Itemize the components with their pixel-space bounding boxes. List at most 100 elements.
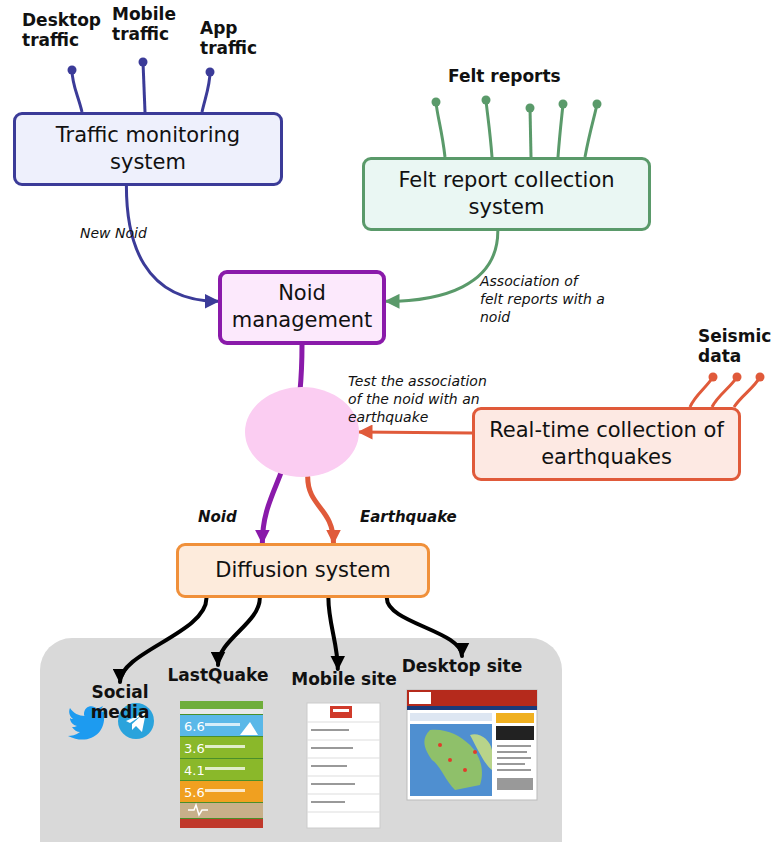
decor-rect	[180, 781, 263, 802]
decor-rect	[497, 763, 525, 765]
magnitude-number: 6.6	[184, 720, 205, 733]
text: Noid management	[232, 280, 373, 335]
decor-path	[486, 100, 492, 157]
decor-circle	[593, 100, 602, 109]
decor-circle	[709, 373, 718, 382]
text: Felt report collection system	[379, 167, 634, 222]
decor-circle	[432, 98, 441, 107]
lastquake-screenshot	[180, 701, 263, 828]
decor-path	[188, 805, 208, 815]
decor-line	[307, 794, 380, 795]
decor-rect	[180, 709, 263, 714]
felt-input-dots	[432, 96, 602, 113]
decor-line	[307, 758, 380, 759]
decor-rect	[407, 690, 537, 706]
decor-rect	[311, 729, 349, 731]
decor-circle	[463, 768, 467, 772]
seismic-input-dots	[709, 373, 765, 382]
decor-circle	[448, 758, 452, 762]
process-box: Traffic monitoring system	[13, 112, 283, 186]
connector	[359, 431, 472, 435]
decor-rect	[497, 751, 527, 753]
decor-g	[205, 723, 245, 792]
magnitude-number: 5.6	[184, 786, 205, 799]
decor-rect	[205, 723, 240, 726]
decor-path	[734, 377, 760, 407]
text: Real-time collection of earthquakes	[489, 417, 724, 472]
process-box: Noid management	[218, 270, 386, 345]
magnitude-number: 4.1	[184, 764, 205, 777]
decor-rect	[407, 690, 537, 800]
decor-circle	[68, 66, 77, 75]
input-label: Seismic data	[698, 326, 776, 367]
connector	[386, 231, 498, 301]
mobile-site-screenshot	[307, 703, 380, 828]
process-box: Diffusion system	[176, 543, 430, 598]
decor-circle	[206, 68, 215, 77]
edge-label: Earthquake	[360, 508, 457, 528]
decor-rect	[311, 801, 345, 803]
decor-line	[307, 740, 380, 741]
ellipse-fill	[245, 387, 359, 477]
decor-circle	[526, 104, 535, 113]
decor-rect	[496, 726, 534, 740]
decor-rect	[180, 759, 263, 780]
decor-path	[690, 377, 713, 407]
ellipse-shape	[245, 387, 359, 477]
text: Mobile site	[282, 669, 406, 689]
decor-rect	[330, 706, 352, 718]
connector	[218, 598, 260, 665]
decor-line	[307, 722, 380, 723]
connector	[328, 598, 337, 669]
decor-rect	[497, 778, 533, 790]
magnitude-number: 3.6	[184, 742, 205, 755]
decor-rect	[180, 701, 263, 709]
decor-rect	[409, 692, 431, 704]
decor-rect	[205, 745, 245, 748]
decor-path	[143, 62, 145, 112]
decor-path	[202, 72, 210, 112]
decor-g	[311, 729, 355, 803]
decor-line	[307, 776, 380, 777]
output-label: Social media	[70, 682, 170, 723]
decor-circle	[139, 58, 148, 67]
traffic-input-dots	[68, 58, 215, 77]
output-label: LastQuake	[163, 665, 273, 685]
connector	[126, 186, 218, 301]
decor-path	[470, 734, 492, 770]
input-label: Mobile traffic	[112, 4, 186, 45]
decor-path	[72, 70, 82, 112]
decor-path	[712, 377, 737, 407]
decor-rect	[407, 706, 537, 710]
decor-path	[558, 104, 563, 157]
decor-rect	[410, 724, 492, 796]
decor-g	[307, 722, 380, 812]
decor-circle	[733, 373, 742, 382]
desktop-site-screenshot	[407, 690, 537, 800]
decor-rect	[180, 701, 263, 828]
decor-rect	[311, 783, 355, 785]
process-box: Real-time collection of earthquakes	[472, 407, 741, 481]
decor-rect	[311, 747, 353, 749]
traffic-inputs	[72, 62, 210, 112]
decor-circle	[438, 743, 442, 747]
decor-circle	[473, 750, 477, 754]
decor-g	[497, 745, 533, 790]
decor-rect	[180, 737, 263, 758]
decor-rect	[180, 819, 263, 828]
connector	[387, 598, 462, 656]
decor-rect	[311, 765, 347, 767]
text: LastQuake	[163, 665, 273, 685]
decor-path	[585, 104, 597, 157]
felt-inputs	[436, 100, 597, 157]
decor-rect	[410, 713, 492, 721]
decor-rect	[205, 767, 245, 770]
edge-label: Noid	[198, 508, 237, 528]
decor-rect	[205, 789, 245, 792]
text: Diffusion system	[215, 557, 390, 584]
decor-circle	[756, 373, 765, 382]
process-box: Felt report collection system	[362, 157, 651, 231]
decor-rect	[497, 769, 531, 771]
decor-circle	[559, 100, 568, 109]
